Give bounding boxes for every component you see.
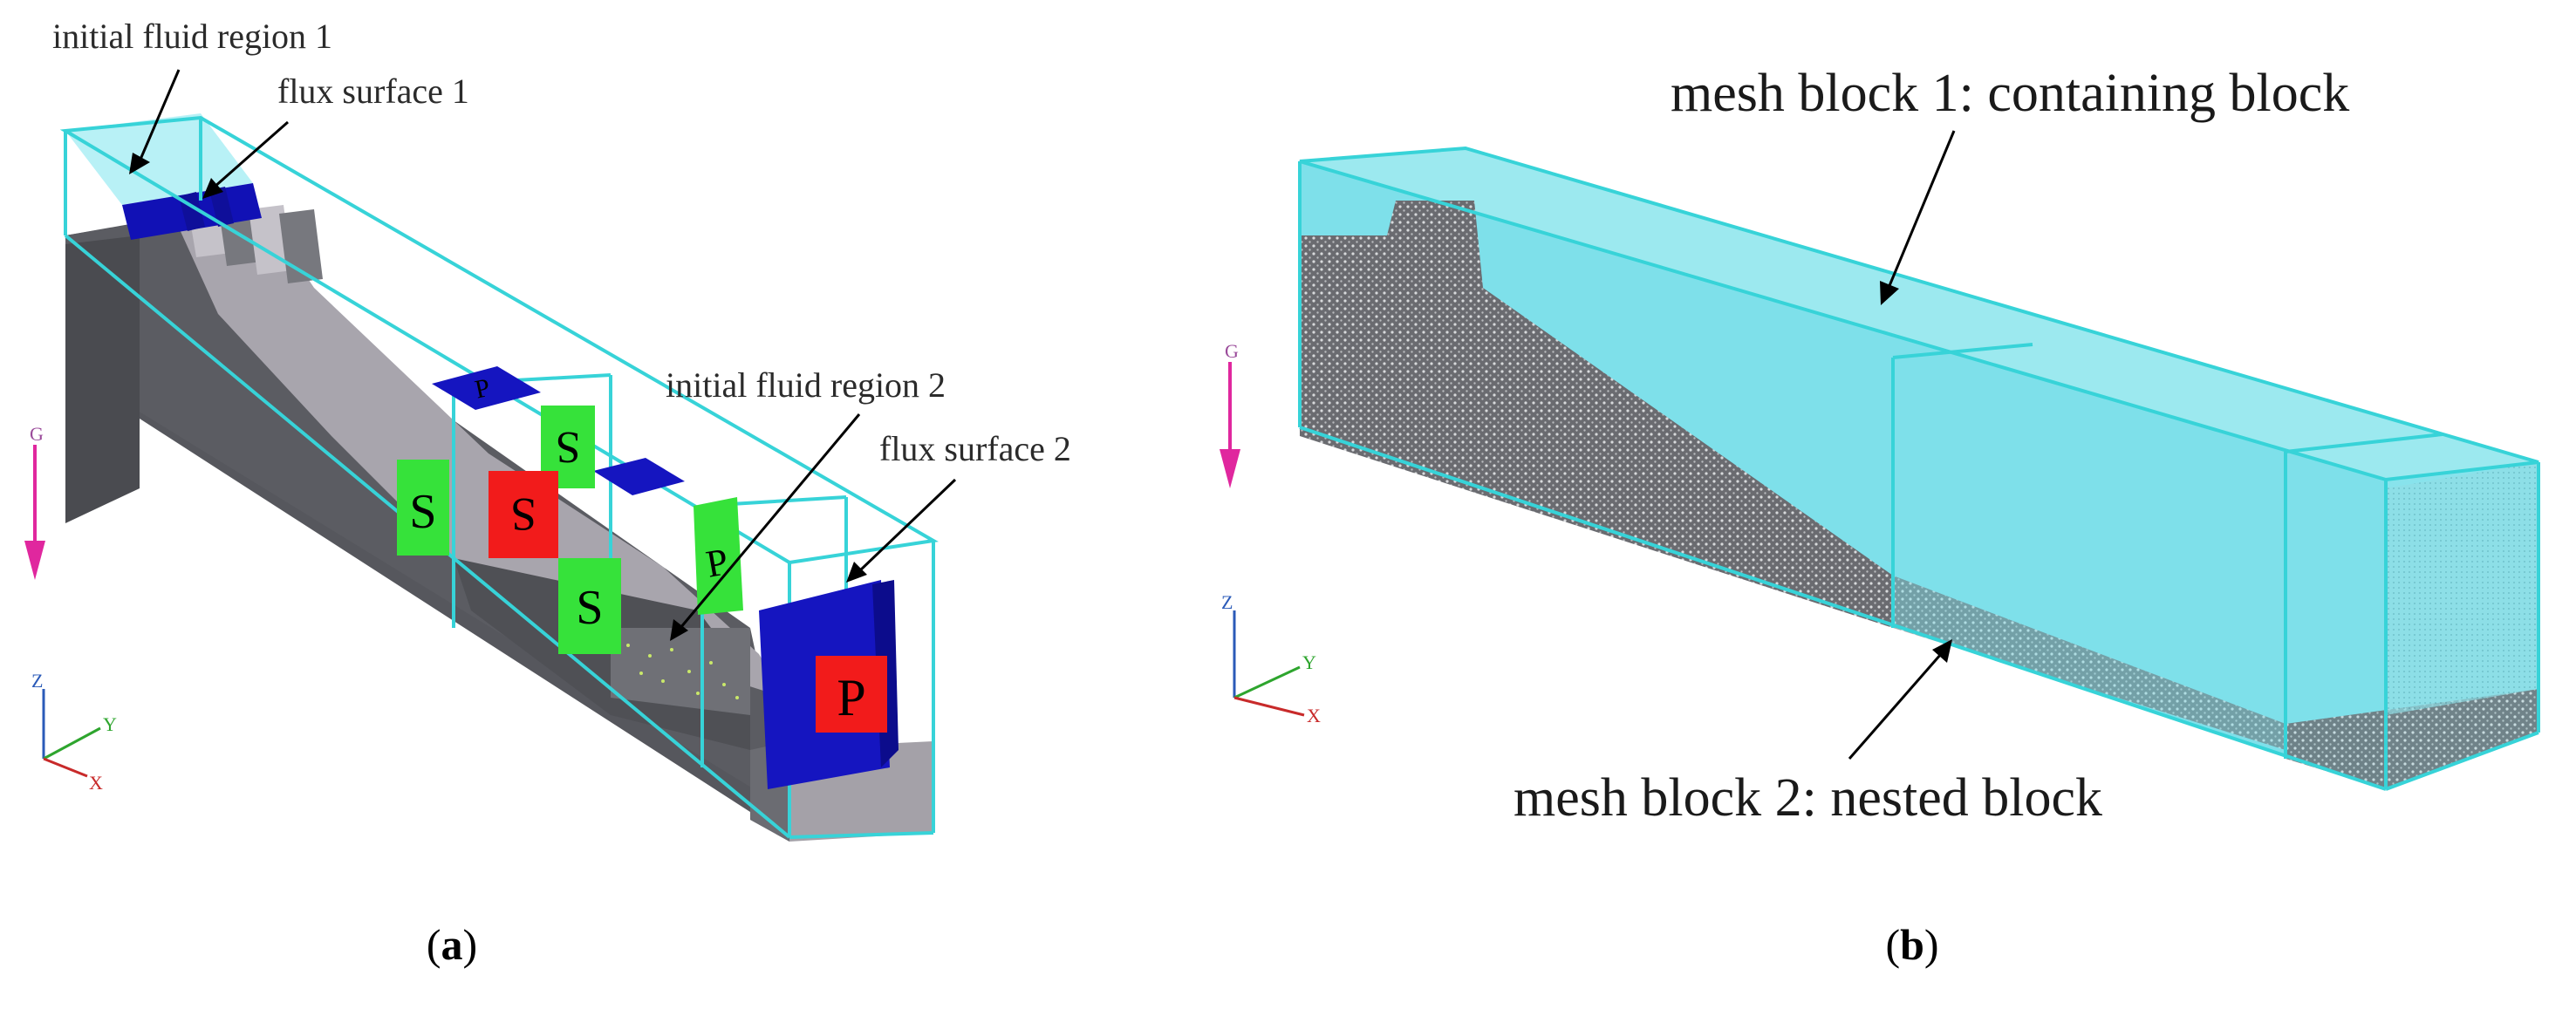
leader-arrows-a <box>129 69 957 641</box>
left-wall-block <box>65 235 140 523</box>
label-flux-surface-2: flux surface 2 <box>879 429 1071 468</box>
pressure-boundary-outlet <box>816 656 887 733</box>
axes-triad: Z Y X <box>31 670 117 794</box>
gravity-label-b: G <box>1225 340 1239 362</box>
label-initial-fluid-region-2: initial fluid region 2 <box>666 365 946 405</box>
svg-text:Y: Y <box>103 713 117 735</box>
panel-a: P P S S S P S G Z Y X <box>24 17 1071 969</box>
panel-b: G Z Y X mesh block 1: containing block m… <box>1220 64 2540 969</box>
nested-block-fine-mesh <box>2386 462 2538 715</box>
pressure-boundary-top-2 <box>593 458 685 495</box>
caption-a: (a) <box>427 920 477 969</box>
axes-triad-b: Z Y X <box>1221 591 1321 726</box>
initial-fluid-region-2-area <box>611 628 750 715</box>
containing-block-front <box>1300 161 2386 789</box>
caption-b: (b) <box>1885 920 1938 969</box>
pressure-boundary-top <box>432 366 541 410</box>
fluid-dots <box>626 644 739 699</box>
svg-text:S: S <box>576 581 603 635</box>
svg-text:X: X <box>89 772 103 794</box>
svg-text:S: S <box>556 422 581 472</box>
initial-fluid-region-1 <box>65 113 253 205</box>
gravity-label: G <box>30 423 44 445</box>
symmetry-boundary-1 <box>397 460 449 556</box>
leader-arrows-b <box>1848 130 1956 760</box>
pressure-letter-outlet: P <box>837 669 865 726</box>
label-flux-surface-1: flux surface 1 <box>277 72 469 111</box>
label-mesh-block-2: mesh block 2: nested block <box>1513 768 2102 828</box>
spillway-ramp <box>174 209 785 698</box>
svg-text:Z: Z <box>1221 591 1233 613</box>
gravity-arrow: G <box>24 423 45 580</box>
svg-text:X: X <box>1307 705 1321 726</box>
symmetry-boundary-4 <box>694 497 743 615</box>
mesh-wireframe <box>1298 146 2540 791</box>
label-initial-fluid-region-1: initial fluid region 1 <box>52 17 332 56</box>
svg-text:S: S <box>510 488 536 541</box>
nested-block-mesh <box>1300 201 1893 628</box>
symmetry-boundary-3 <box>558 558 621 654</box>
svg-text:Z: Z <box>31 670 43 692</box>
svg-text:P: P <box>472 373 492 405</box>
svg-text:Y: Y <box>1302 651 1316 673</box>
pressure-boundary-mid <box>489 471 558 558</box>
containing-block-top <box>1300 148 2538 480</box>
label-mesh-block-1: mesh block 1: containing block <box>1671 64 2349 123</box>
gravity-arrow-b: G <box>1220 340 1240 488</box>
svg-text:S: S <box>409 485 436 539</box>
